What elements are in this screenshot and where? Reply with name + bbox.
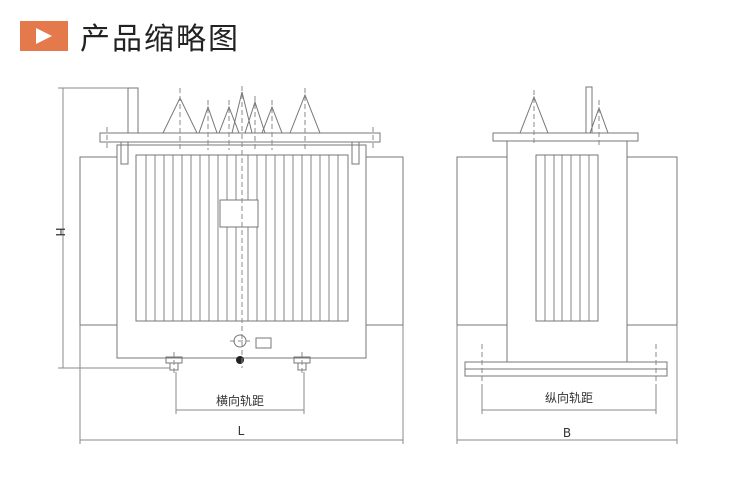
- side-tank: [506, 140, 628, 363]
- side-cover: [492, 132, 639, 142]
- side-right-radiator: [626, 156, 678, 326]
- side-dimensions: [456, 325, 678, 444]
- front-view: [79, 87, 404, 371]
- front-right-radiator: [365, 156, 404, 326]
- side-view: [456, 86, 678, 377]
- section-title: 产品缩略图: [80, 22, 240, 57]
- front-dimensions: [58, 87, 404, 444]
- front-rail-label: 横向轨距: [216, 393, 264, 408]
- width-label: B: [563, 426, 571, 440]
- side-pipe: [585, 86, 593, 134]
- nameplate: [219, 199, 259, 228]
- play-arrow-icon: [20, 21, 68, 51]
- side-left-radiator: [456, 156, 508, 326]
- front-fins: [145, 155, 339, 321]
- front-left-radiator: [79, 156, 118, 326]
- length-label: L: [238, 424, 245, 438]
- side-rail-label: 纵向轨距: [545, 390, 593, 405]
- front-cover: [99, 132, 381, 143]
- height-label: H: [53, 227, 67, 236]
- side-fins: [544, 155, 590, 321]
- section-header: 产品缩略图: [20, 18, 240, 57]
